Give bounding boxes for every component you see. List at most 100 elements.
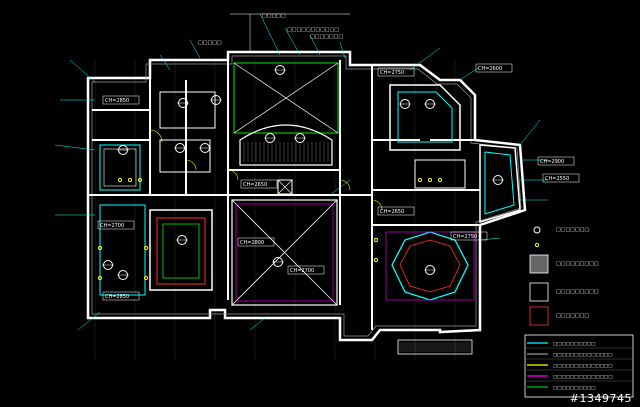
ceiling-height-box	[287, 265, 325, 275]
ceiling-height-box	[542, 173, 580, 183]
column-cross	[277, 179, 293, 195]
legend-table-text: □□□□□□□□□□	[553, 342, 596, 347]
ceiling-height-box	[537, 156, 575, 166]
ceiling-height-label: CH=2700	[100, 223, 124, 229]
downlight	[437, 177, 443, 183]
legend-item-label: □□□□□□□	[556, 313, 589, 319]
material-note: □□□□□□□□□□□	[287, 27, 339, 33]
downlight	[97, 245, 103, 251]
ceiling-height-label: CH=2650	[243, 182, 267, 188]
legend-table-text: □□□□□□□□□□□□□□	[553, 375, 613, 380]
octagon-ceiling-inner	[399, 239, 461, 293]
arched-ceiling	[239, 124, 333, 166]
legend-table-text: □□□□□□□□□□	[553, 386, 596, 391]
leader-line	[259, 13, 281, 56]
door-swing	[227, 169, 239, 181]
legend-panel: □□□□□□□□□□□□□□□□□□□□□□□□□□□□□□□□□□□□□□□□…	[524, 226, 634, 398]
leader-line	[189, 39, 201, 59]
legend-swatch	[529, 254, 549, 274]
leader-line	[69, 59, 96, 83]
annotation-leaders	[54, 13, 548, 331]
leader-line	[309, 34, 321, 56]
ceiling-height-box	[97, 220, 135, 230]
downlight	[427, 177, 433, 183]
ceiling-rooms	[99, 62, 521, 355]
ceiling-height-box	[102, 291, 140, 301]
wardrobe-ceiling	[159, 91, 216, 129]
bath-ceiling	[99, 144, 141, 191]
leader-line	[54, 144, 96, 151]
leader-line	[329, 179, 351, 196]
leader-line	[409, 47, 441, 71]
downlight	[127, 177, 133, 183]
downlight	[117, 177, 123, 183]
leader-line	[459, 67, 479, 81]
bath-2-ceiling	[159, 139, 211, 173]
downlight	[143, 275, 149, 281]
legend-table	[524, 334, 634, 398]
watermark: #1349745	[569, 392, 632, 405]
room-name-label: □□□□□	[198, 40, 222, 46]
light-fixtures	[97, 65, 504, 281]
ceiling-height-box	[475, 63, 513, 73]
room-name-label: □□□□□	[262, 13, 286, 19]
octagon-frame	[385, 231, 475, 301]
ceiling-height-box	[240, 179, 278, 189]
bedroom-ceiling	[149, 209, 213, 291]
downlight	[137, 177, 143, 183]
downlight	[373, 237, 379, 243]
leader-line	[339, 41, 346, 59]
ceiling-height-label: CH=2800	[240, 240, 264, 246]
bedroom-ceiling-trim	[162, 223, 200, 279]
ceiling-height-box	[450, 231, 488, 241]
master-ceiling-inset	[397, 91, 453, 143]
ceiling-height-label: CH=2600	[478, 66, 502, 72]
living-ceiling	[231, 199, 338, 306]
downlight	[143, 245, 149, 251]
ceiling-height-box	[102, 95, 140, 105]
door-swing	[149, 129, 163, 143]
downlight	[373, 257, 379, 263]
ceiling-height-box	[377, 206, 415, 216]
door-swing	[339, 179, 351, 191]
legend-item-label: □□□□□□□□□	[556, 261, 599, 267]
ceiling-height-label: CH=2850	[105, 294, 129, 300]
legend-table-text: □□□□□□□□□□□□□□	[553, 353, 613, 358]
ceiling-height-box	[237, 237, 275, 247]
octagon-ceiling	[391, 231, 469, 301]
ceiling-height-label: CH=2750	[453, 234, 477, 240]
floor-plan-walls	[86, 50, 527, 342]
downlight	[97, 275, 103, 281]
column	[277, 179, 293, 195]
leader-line	[249, 317, 266, 331]
ceiling-height-label: CH=2850	[105, 98, 129, 104]
bedroom-ceiling-inset	[156, 217, 206, 285]
leader-line	[159, 54, 171, 71]
annotation-labels: □□□□□□□□□□□□□□□□□□□□□□□□□□□□CH=2850CH=26…	[97, 13, 580, 301]
bath-ceiling-inset	[103, 148, 137, 187]
legend-table-text: □□□□□□□□□□□□□□	[553, 364, 613, 369]
door-swing	[185, 159, 197, 171]
ceiling-height-label: CH=2750	[380, 70, 404, 76]
legend-light-symbol	[533, 226, 541, 234]
ceiling-height-label: CH=2700	[290, 268, 314, 274]
legend-swatch	[529, 282, 549, 302]
legend-item-label: □□□□□□□□□	[556, 289, 599, 295]
exterior-wall-inner	[91, 55, 522, 337]
closet-ceiling	[99, 204, 146, 296]
ceiling-height-label: CH=2900	[540, 159, 564, 165]
material-note: □□□□□□□	[310, 34, 343, 40]
legend-item-label: □□□□□□□	[556, 227, 589, 233]
living-ceiling-inset	[235, 203, 334, 302]
ceiling-height-label: CH=2550	[545, 176, 569, 182]
bay-window-ceiling	[479, 144, 521, 224]
leader-line	[479, 237, 501, 241]
leader-line	[77, 311, 101, 331]
entry-step	[397, 339, 473, 355]
leader-line	[284, 27, 301, 56]
leader-line	[519, 119, 541, 146]
master-bedroom-ceiling	[389, 84, 461, 151]
legend-downlight-symbol	[534, 242, 540, 248]
ceiling-height-label: CH=2650	[380, 209, 404, 215]
